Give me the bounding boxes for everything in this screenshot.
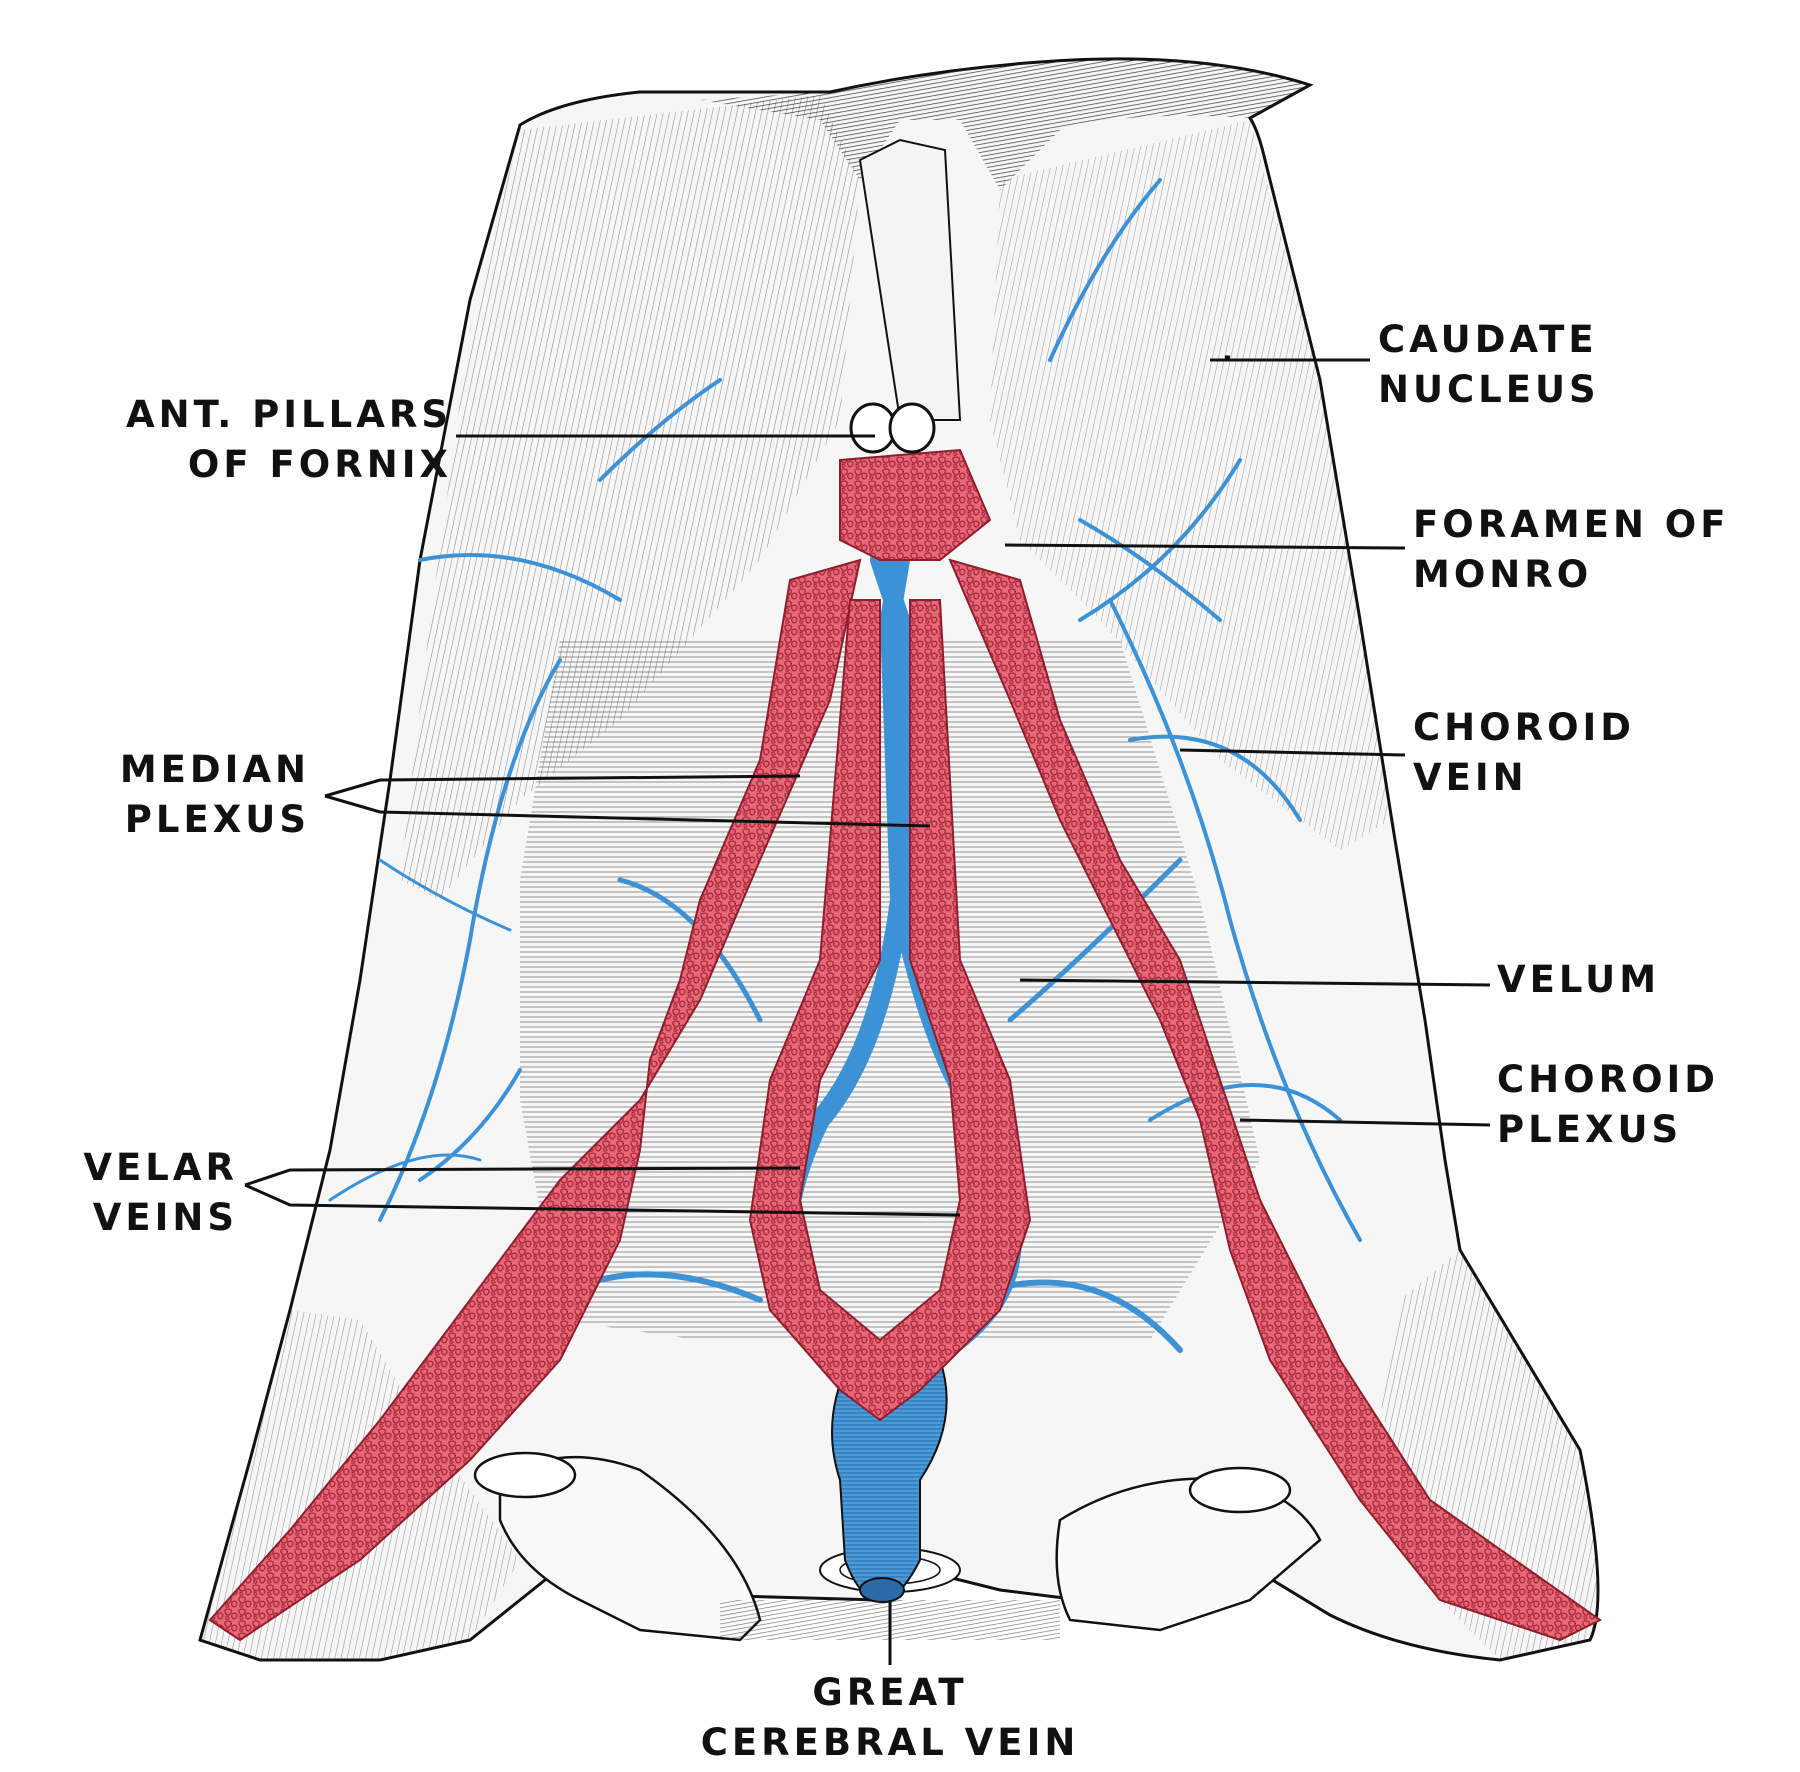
label-line: VEIN <box>1413 756 1528 799</box>
fornix-pillars <box>849 402 936 454</box>
label-line: ANT. PILLARS <box>126 393 452 436</box>
label-line: CAUDATE <box>1378 318 1598 361</box>
label-foramen-of-monro: FORAMEN OF MONRO <box>1413 500 1730 600</box>
label-line: FORAMEN OF <box>1413 503 1730 546</box>
label-line: PLEXUS <box>1497 1108 1683 1151</box>
great-cerebral-vein-opening <box>859 1577 905 1603</box>
label-line: CHOROID <box>1413 706 1635 749</box>
label-line: VEINS <box>92 1196 238 1239</box>
leader-lines <box>244 355 1491 1665</box>
label-median-plexus: MEDIAN PLEXUS <box>100 745 310 845</box>
top-fissure <box>700 58 1310 190</box>
label-line: VELAR <box>83 1146 238 1189</box>
label-choroid-vein: CHOROID VEIN <box>1413 703 1635 803</box>
label-caudate-nucleus: CAUDATE NUCLEUS <box>1378 315 1600 415</box>
label-choroid-plexus: CHOROID PLEXUS <box>1497 1055 1719 1155</box>
label-line: VELUM <box>1497 958 1661 1001</box>
label-line: CHOROID <box>1497 1058 1719 1101</box>
label-line: GREAT <box>812 1671 968 1714</box>
midline-fissure <box>858 138 962 421</box>
label-line: MEDIAN <box>119 748 310 791</box>
label-line: OF FORNIX <box>187 443 452 486</box>
label-line: MONRO <box>1413 553 1593 596</box>
label-velum: VELUM <box>1497 955 1660 1005</box>
label-velar-veins: VELAR VEINS <box>60 1143 238 1243</box>
label-line: NUCLEUS <box>1378 368 1600 411</box>
left-caudate-shading <box>400 95 860 900</box>
label-line: PLEXUS <box>124 798 310 841</box>
label-great-cerebral-vein: GREAT CEREBRAL VEIN <box>620 1668 1160 1768</box>
label-line: CEREBRAL VEIN <box>700 1721 1080 1764</box>
right-caudate-shading <box>990 120 1390 850</box>
label-ant-pillars-of-fornix: ANT. PILLARS OF FORNIX <box>100 390 452 490</box>
